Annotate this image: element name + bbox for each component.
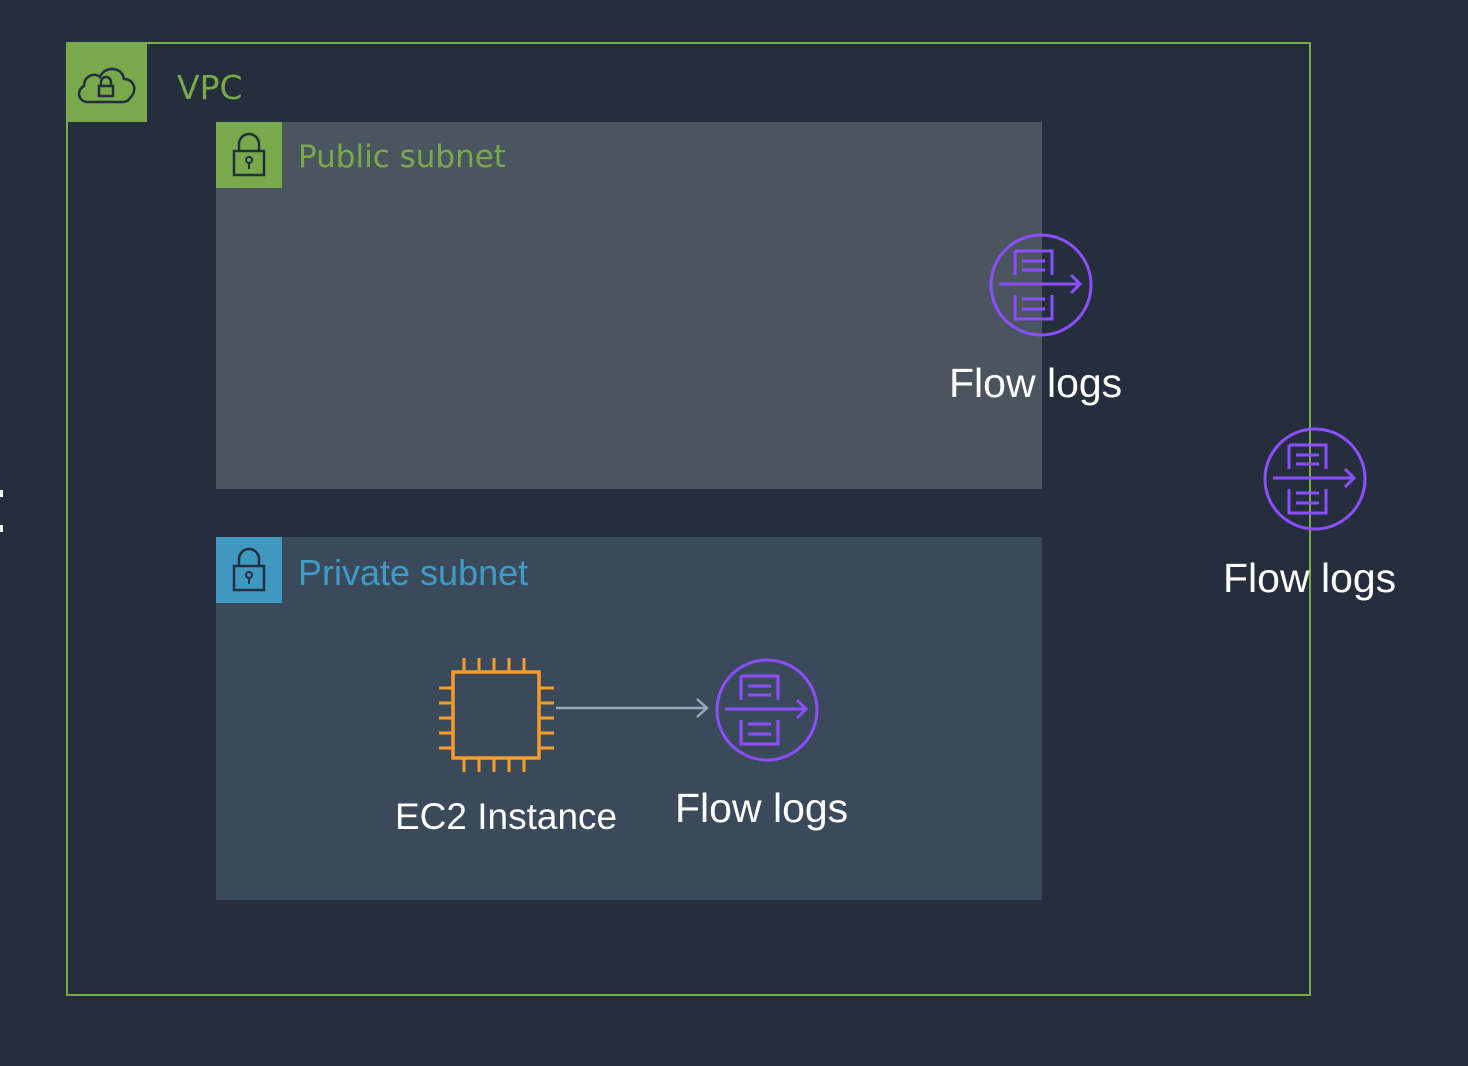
edge-mark — [0, 525, 3, 532]
padlock-icon — [216, 537, 282, 603]
private-subnet-group[interactable] — [216, 537, 1042, 900]
flow-logs-icon[interactable] — [987, 231, 1095, 339]
flow-logs-label: Flow logs — [949, 360, 1123, 406]
public-subnet-group[interactable] — [216, 122, 1042, 489]
vpc-group[interactable] — [66, 42, 1311, 996]
ec2-chip-icon[interactable] — [436, 655, 556, 775]
private-subnet-label: Private subnet — [298, 552, 529, 593]
vpc-label: VPC — [177, 68, 243, 107]
padlock-icon — [216, 122, 282, 188]
public-subnet-label: Public subnet — [298, 139, 506, 175]
flow-logs-label: Flow logs — [675, 785, 849, 831]
ec2-to-flowlogs-arrow — [556, 698, 709, 718]
vpc-cloud-lock-icon — [66, 42, 147, 122]
ec2-instance-label: EC2 Instance — [395, 796, 618, 837]
edge-mark — [0, 490, 3, 497]
flow-logs-icon[interactable] — [1261, 425, 1369, 533]
flow-logs-icon[interactable] — [713, 656, 821, 764]
flow-logs-label: Flow logs — [1223, 555, 1397, 601]
